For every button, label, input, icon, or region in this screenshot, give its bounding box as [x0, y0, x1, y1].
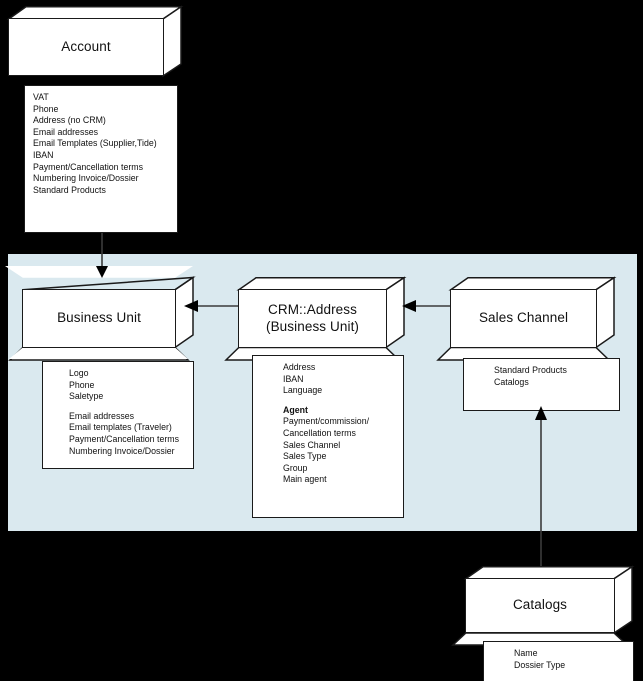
- attr-item: Standard Products: [33, 184, 106, 195]
- account-attributes: VAT Phone Address (no CRM) Email address…: [24, 85, 178, 233]
- attr-item: Email addresses: [69, 410, 135, 421]
- attr-item: Payment/commission/: [283, 416, 370, 427]
- sales-channel-attributes: Standard Products Catalogs: [463, 358, 620, 411]
- crm-address-title-line1: CRM::Address: [268, 301, 357, 317]
- catalogs-attributes: Name Dossier Type: [483, 641, 634, 681]
- attr-item: Phone: [69, 379, 95, 390]
- sales-channel-title: Sales Channel: [478, 310, 569, 326]
- node-account[interactable]: Account: [6, 5, 184, 81]
- attr-item: Sales Channel: [283, 439, 341, 450]
- attr-item: Address: [283, 362, 316, 372]
- attr-item: VAT: [33, 92, 49, 102]
- attr-item: Standard Products: [494, 365, 567, 375]
- attr-item: Catalogs: [494, 376, 529, 387]
- attr-item: Main agent: [283, 474, 327, 485]
- account-title: Account: [61, 38, 111, 54]
- sales-channel-title-face: Sales Channel: [450, 289, 597, 348]
- attr-item: Logo: [69, 368, 89, 378]
- crm-address-attributes: Address IBAN Language Agent Payment/comm…: [252, 355, 404, 518]
- attr-item: Sales Type: [283, 451, 327, 462]
- attr-item: Dossier Type: [514, 659, 566, 670]
- attr-item: Payment/Cancellation terms: [33, 161, 144, 172]
- node-catalogs[interactable]: Catalogs: [451, 565, 640, 646]
- attr-item: Address (no CRM): [33, 115, 106, 126]
- business-unit-title: Business Unit: [57, 310, 141, 326]
- attr-item: Group: [283, 462, 308, 473]
- attr-item: Cancellation terms: [283, 427, 356, 438]
- crm-address-title-line2: (Business Unit): [265, 318, 360, 334]
- attr-item: Language: [283, 385, 323, 396]
- crm-address-title: CRM::Address (Business Unit): [266, 302, 359, 336]
- catalogs-attribute-list: Name Dossier Type: [484, 648, 633, 671]
- attr-item: Numbering Invoice/Dossier: [69, 445, 175, 456]
- attr-item: Email templates (Traveler): [69, 422, 172, 433]
- crm-address-attribute-list: Address IBAN Language Agent Payment/comm…: [253, 362, 403, 486]
- business-unit-title-face: Business Unit: [22, 289, 176, 348]
- attr-item: Email addresses: [33, 126, 99, 137]
- sales-channel-attribute-list: Standard Products Catalogs: [464, 365, 619, 388]
- attr-item: Phone: [33, 103, 59, 114]
- account-attribute-list: VAT Phone Address (no CRM) Email address…: [25, 92, 177, 196]
- attr-item: Payment/Cancellation terms: [69, 433, 180, 444]
- attr-item: IBAN: [283, 373, 304, 384]
- business-unit-attribute-list: Logo Phone Saletype Email addresses Emai…: [43, 368, 193, 457]
- attr-item: Email Templates (Supplier,Tide): [33, 138, 157, 149]
- attr-item: Saletype: [69, 391, 104, 402]
- crm-address-title-face: CRM::Address (Business Unit): [238, 289, 387, 348]
- attr-item-heading: Agent: [283, 404, 308, 415]
- node-sales-channel[interactable]: Sales Channel: [436, 276, 625, 361]
- account-title-face: Account: [8, 18, 164, 76]
- attr-item: IBAN: [33, 149, 54, 160]
- attr-item: Numbering Invoice/Dossier: [33, 173, 139, 184]
- catalogs-title-face: Catalogs: [465, 578, 615, 633]
- business-unit-attributes: Logo Phone Saletype Email addresses Emai…: [42, 361, 194, 469]
- attr-item: Name: [514, 648, 538, 658]
- sales-channel-3d-extrusion: [436, 276, 617, 361]
- catalogs-title: Catalogs: [512, 597, 568, 613]
